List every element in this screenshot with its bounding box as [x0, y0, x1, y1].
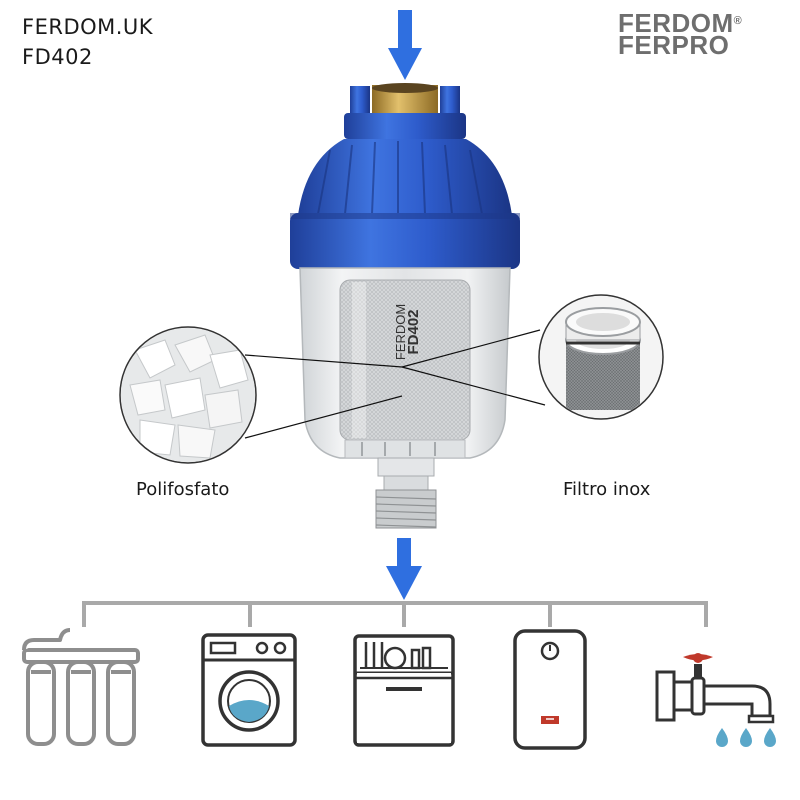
ferdom-ferpro-logo: FERDOM® FERPRO	[618, 10, 780, 60]
brand-site: FERDOM.UK	[22, 15, 154, 39]
model-code: FD402	[22, 45, 93, 69]
cartridge-model-text: FD402	[405, 309, 422, 354]
brand-text: FERDOM.UK FD402	[22, 12, 153, 72]
logo-line2: FERPRO	[618, 30, 730, 60]
polyphosphate-label: Polifosfato	[136, 479, 230, 500]
stainless-mesh-icon	[540, 296, 662, 418]
cartridge-brand-text: FERDOM	[393, 304, 408, 360]
distribution-lines	[82, 601, 708, 627]
inlet-arrow-icon	[388, 10, 422, 80]
polyphosphate-crystals-icon	[121, 328, 255, 462]
water-heater-icon	[513, 629, 587, 750]
washing-machine-icon	[201, 633, 297, 747]
outlet-arrow-icon	[386, 538, 422, 600]
polyphosphate-callout	[119, 326, 403, 464]
logo-line1: FERDOM	[618, 8, 734, 38]
registered-mark: ®	[733, 15, 743, 27]
filter-housing	[290, 83, 520, 529]
stainless-filter-label: Filtro inox	[563, 479, 651, 500]
dishwasher-icon	[353, 634, 455, 747]
faucet-icon	[655, 653, 776, 747]
reverse-osmosis-filter-icon	[22, 628, 140, 746]
stainless-filter-callout	[401, 294, 664, 420]
